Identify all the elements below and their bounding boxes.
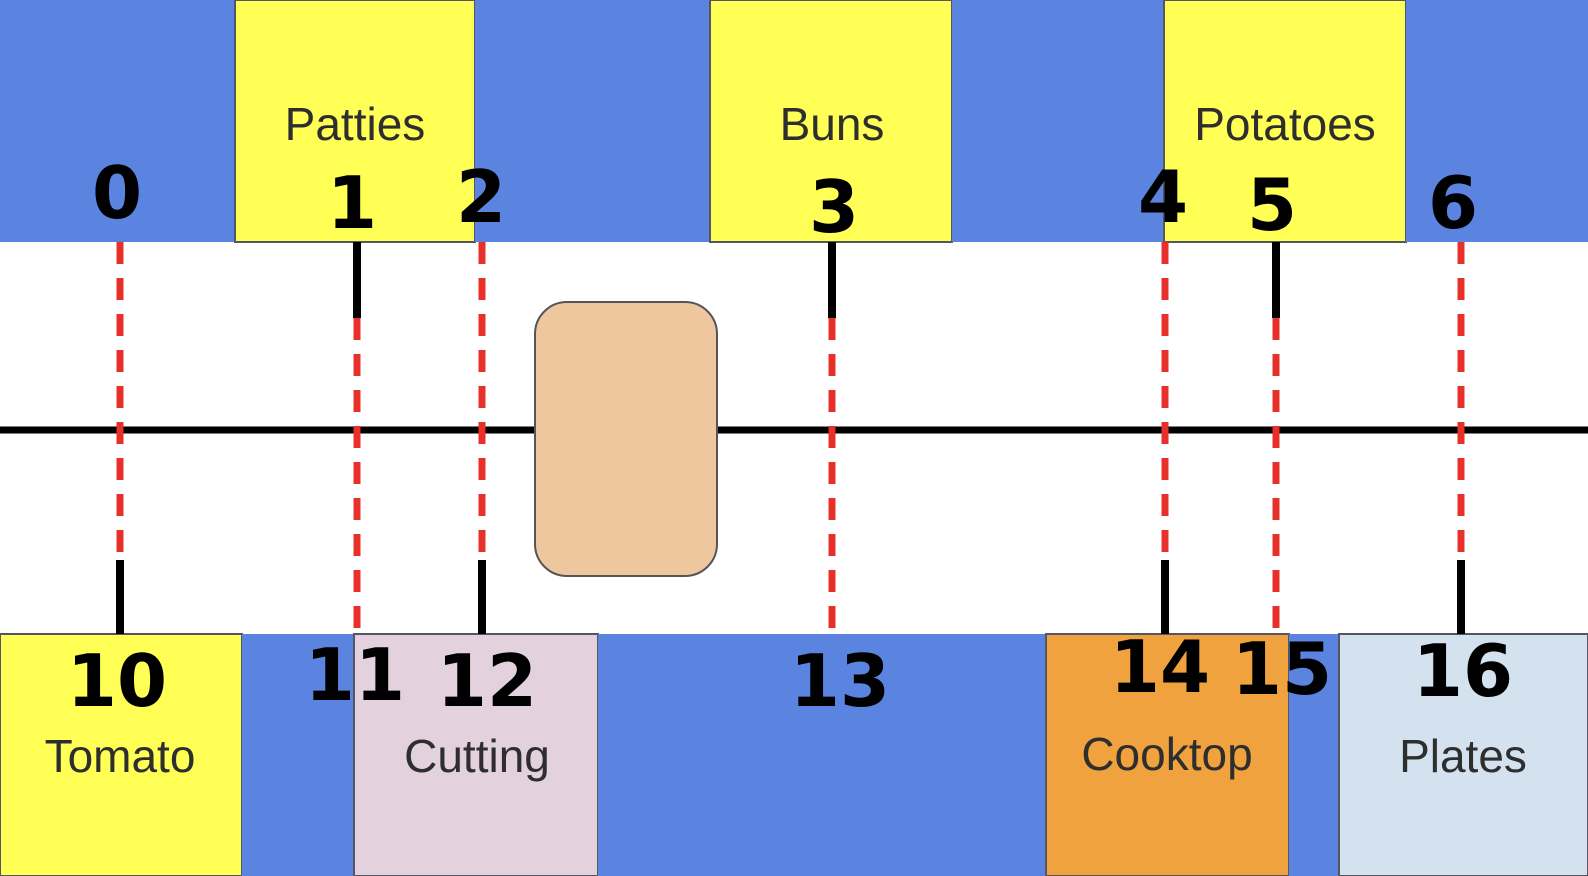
position-number: 14: [1110, 625, 1210, 709]
position-number: 1: [327, 161, 377, 245]
bottom-position-numbers: 10 11 12 13 14 15 16: [67, 625, 1513, 723]
kitchen-floor: [0, 242, 1588, 634]
station-label-cutting: Cutting: [404, 730, 550, 782]
position-number: 4: [1138, 155, 1188, 239]
station-patties[interactable]: [234, 0, 476, 243]
station-cutting[interactable]: [353, 633, 599, 876]
position-number: 12: [437, 639, 537, 723]
position-number: 15: [1232, 627, 1332, 711]
position-number: 16: [1413, 629, 1513, 713]
position-number: 6: [1428, 161, 1478, 245]
counter-tile: [1406, 0, 1588, 242]
counter-tile: [1289, 634, 1339, 876]
station-label-potatoes: Potatoes: [1194, 98, 1376, 150]
position-number: 11: [305, 633, 405, 717]
station-label-patties: Patties: [285, 98, 426, 150]
station-cooktop[interactable]: [1045, 633, 1290, 876]
position-number: 0: [92, 151, 142, 235]
station-label-tomato: Tomato: [45, 730, 196, 782]
position-number: 5: [1247, 163, 1297, 247]
counter-tile: [242, 634, 354, 876]
top-position-numbers: 0 1 2 3 4 5 6: [92, 151, 1478, 249]
bottom-tick-marks: [116, 560, 1465, 634]
counter-tile: [475, 0, 710, 242]
bottom-counter-row: Tomato Cutting Cooktop Plates: [0, 633, 1588, 876]
position-guides: [116, 242, 1465, 634]
top-counter-row: Patties Buns Potatoes: [0, 0, 1588, 243]
counter-tile: [0, 0, 235, 242]
station-label-buns: Buns: [780, 98, 885, 150]
station-label-cooktop: Cooktop: [1081, 728, 1252, 780]
top-tick-marks: [353, 242, 1280, 318]
counter-tile: [952, 0, 1164, 242]
position-number: 13: [790, 639, 890, 723]
counter-tile: [598, 634, 1046, 876]
player-chef: [534, 301, 718, 577]
station-buns[interactable]: [709, 0, 953, 243]
position-number: 2: [456, 155, 506, 239]
station-potatoes[interactable]: [1163, 0, 1407, 243]
station-label-plates: Plates: [1399, 730, 1527, 782]
position-number: 10: [67, 639, 167, 723]
position-number: 3: [809, 165, 859, 249]
station-plates[interactable]: [1338, 633, 1588, 876]
